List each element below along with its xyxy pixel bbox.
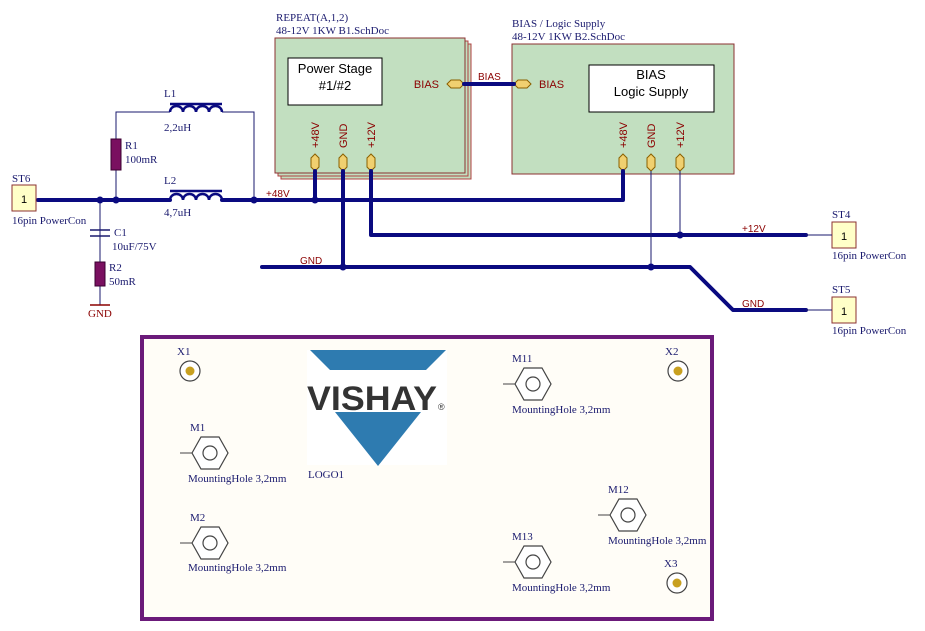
st4-pin: 1 (841, 231, 847, 243)
bias-pin-12v[interactable] (675, 153, 685, 172)
bias-pin-48v-label: +48V (618, 121, 630, 148)
m1-ref: M1 (190, 422, 205, 434)
net-label-gnd-2: GND (742, 299, 764, 310)
mounting-hole-m1[interactable] (180, 436, 229, 470)
mounting-hole-m12[interactable] (598, 498, 647, 532)
mounting-hole-m13[interactable] (503, 545, 552, 579)
net-label-48v: +48V (266, 189, 290, 200)
m1-type: MountingHole 3,2mm (188, 473, 287, 485)
sheet-bias-file: 48-12V 1KW B2.SchDoc (512, 31, 625, 43)
inductor-l2[interactable] (168, 189, 234, 202)
mounting-hole-m11[interactable] (503, 367, 552, 401)
wire-l1-left (115, 111, 170, 139)
sheet-bias-title: BIAS / Logic Supply (512, 18, 606, 30)
fiducial-x1-label: X1 (177, 346, 190, 358)
m12-ref: M12 (608, 484, 629, 496)
bias-pin-gnd-label: GND (646, 124, 658, 149)
net-label-gnd-1: GND (300, 256, 322, 267)
capacitor-c1[interactable] (90, 229, 110, 237)
m13-ref: M13 (512, 531, 533, 543)
m2-type: MountingHole 3,2mm (188, 562, 287, 574)
sheet-power-file: 48-12V 1KW B1.SchDoc (276, 25, 389, 37)
fiducial-x3-label: X3 (664, 558, 678, 570)
l2-value: 4,7uH (164, 207, 191, 219)
st5-type: 16pin PowerCon (832, 325, 907, 337)
power-bias-port-label: BIAS (414, 79, 439, 91)
st4-ref: ST4 (832, 209, 851, 221)
fiducial-x3[interactable] (666, 572, 688, 594)
inductor-l1[interactable] (168, 102, 224, 113)
st6-ref: ST6 (12, 173, 31, 185)
power-bias-port[interactable] (446, 79, 465, 89)
m12-type: MountingHole 3,2mm (608, 535, 707, 547)
bias-label-2: Logic Supply (614, 84, 689, 99)
fiducial-x2[interactable] (667, 360, 689, 382)
wire-12v[interactable] (369, 169, 808, 237)
bias-bias-port[interactable] (513, 79, 532, 89)
m2-ref: M2 (190, 512, 205, 524)
c1-ref: C1 (114, 227, 127, 239)
connector-st5[interactable]: 1 (831, 296, 857, 324)
resistor-r1[interactable] (110, 138, 122, 171)
power-pin-48v-label: +48V (310, 121, 322, 148)
connector-st4[interactable]: 1 (831, 221, 857, 249)
logo-text: VISHAY (307, 380, 437, 418)
logo-top-bar (310, 350, 446, 370)
r1-ref: R1 (125, 140, 138, 152)
logo-registered: ® (438, 402, 445, 412)
l2-ref: L2 (164, 175, 176, 187)
r2-value: 50mR (109, 276, 137, 288)
m11-ref: M11 (512, 353, 532, 365)
bias-label-box (588, 64, 715, 113)
junctions (96, 196, 684, 271)
bias-label-1: BIAS (636, 67, 666, 82)
m13-type: MountingHole 3,2mm (512, 582, 611, 594)
st4-type: 16pin PowerCon (832, 250, 907, 262)
power-pin-12v-label: +12V (366, 121, 378, 148)
mounting-hole-m2[interactable] (180, 526, 229, 560)
sheet-power-stage[interactable]: Power Stage #1/#2 (274, 37, 472, 180)
logo-ref: LOGO1 (308, 469, 344, 481)
net-label-12v: +12V (742, 224, 766, 235)
bias-pin-gnd[interactable] (646, 153, 656, 172)
fiducial-x1[interactable] (179, 360, 201, 382)
wire-gnd[interactable] (260, 265, 808, 312)
st6-pin: 1 (21, 194, 27, 206)
fiducial-x2-label: X2 (665, 346, 678, 358)
power-pin-12v[interactable] (366, 153, 376, 172)
st5-pin: 1 (841, 306, 847, 318)
m11-type: MountingHole 3,2mm (512, 404, 611, 416)
bias-pin-12v-label: +12V (675, 121, 687, 148)
power-pin-gnd[interactable] (338, 153, 348, 172)
logo-triangle (335, 412, 421, 466)
st6-type: 16pin PowerCon (12, 215, 87, 227)
net-label-bias: BIAS (478, 72, 501, 83)
power-stage-label-1: Power Stage (298, 61, 372, 76)
bias-pin-48v[interactable] (618, 153, 628, 172)
power-pin-gnd-label: GND (338, 124, 350, 149)
st5-ref: ST5 (832, 284, 851, 296)
power-pin-48v[interactable] (310, 153, 320, 172)
resistor-r2[interactable] (94, 261, 106, 287)
power-stage-label-2: #1/#2 (319, 78, 352, 93)
wire-l1-right (222, 111, 255, 200)
l1-value: 2,2uH (164, 122, 191, 134)
vishay-logo[interactable]: VISHAY ® (307, 350, 447, 466)
wire-48v-bus[interactable] (230, 169, 625, 202)
c1-value: 10uF/75V (112, 241, 157, 253)
sheet-power-title: REPEAT(A,1,2) (276, 12, 348, 24)
r2-ref: R2 (109, 262, 122, 274)
l1-ref: L1 (164, 88, 176, 100)
connector-st6[interactable]: 1 (11, 184, 37, 212)
gnd-symbol-label: GND (88, 308, 112, 320)
r1-value: 100mR (125, 154, 158, 166)
power-stage-label-box (287, 57, 383, 106)
bias-bias-port-label: BIAS (539, 79, 564, 91)
